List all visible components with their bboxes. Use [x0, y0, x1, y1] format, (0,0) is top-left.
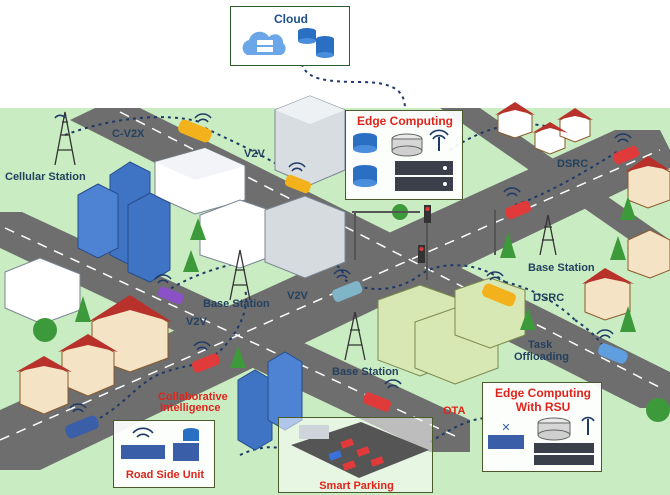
tower-icons	[54, 111, 557, 361]
smart-parking-title: Smart Parking	[319, 480, 394, 492]
wifi-icons	[54, 113, 632, 413]
lane-markings	[0, 111, 666, 441]
task-offloading-label-line1: Task	[528, 339, 553, 351]
cloud-panel: Cloud	[230, 6, 350, 66]
server-icon: ✕	[488, 416, 595, 465]
tree-icons	[33, 196, 670, 422]
cellular-station-label: Cellular Station	[5, 171, 86, 183]
houses	[19, 105, 670, 415]
dsrc-label: DSRC	[533, 292, 565, 304]
road-side-unit-title: Road Side Unit	[125, 469, 205, 481]
v2v-label: V2V	[186, 316, 207, 328]
edge-computing-title: Edge Computing	[357, 114, 453, 128]
house-roofs	[16, 102, 670, 372]
base-station-label: Base Station	[332, 366, 399, 378]
cloud-icon	[242, 31, 286, 55]
database-icon	[298, 28, 334, 58]
road-side-unit-panel: Road Side Unit	[113, 420, 215, 488]
server-icon	[353, 129, 453, 191]
task-offloading-label-line2: Offloading	[514, 351, 569, 363]
svg-text:✕: ✕	[501, 422, 510, 434]
traffic-light-icons	[352, 205, 496, 280]
edge-computing-panel: Edge Computing	[345, 110, 463, 200]
car-icons	[65, 119, 640, 439]
edge-rsu-panel: Edge Computing With RSU ✕	[482, 382, 602, 472]
c-v2x-label: C-V2X	[112, 128, 145, 140]
cloud-title: Cloud	[274, 12, 308, 26]
smart-parking-panel: Smart Parking	[278, 417, 433, 493]
edge-rsu-title-line2: With RSU	[515, 400, 571, 414]
office-buildings	[4, 95, 526, 451]
base-station-label: Base Station	[528, 262, 595, 274]
collaborative-intelligence-label-line1: Collaborative	[158, 391, 228, 403]
edge-rsu-title-line1: Edge Computing	[495, 386, 591, 400]
collaborative-intelligence-label-line2: Intelligence	[160, 402, 221, 414]
parking-lot-icon	[291, 422, 429, 478]
dsrc-label: DSRC	[557, 158, 589, 170]
v2v-label: V2V	[287, 290, 308, 302]
ota-label: OTA	[443, 405, 466, 417]
v2v-label: V2V	[244, 148, 265, 160]
rsu-device-icon	[121, 427, 199, 461]
base-station-label: Base Station	[203, 298, 270, 310]
